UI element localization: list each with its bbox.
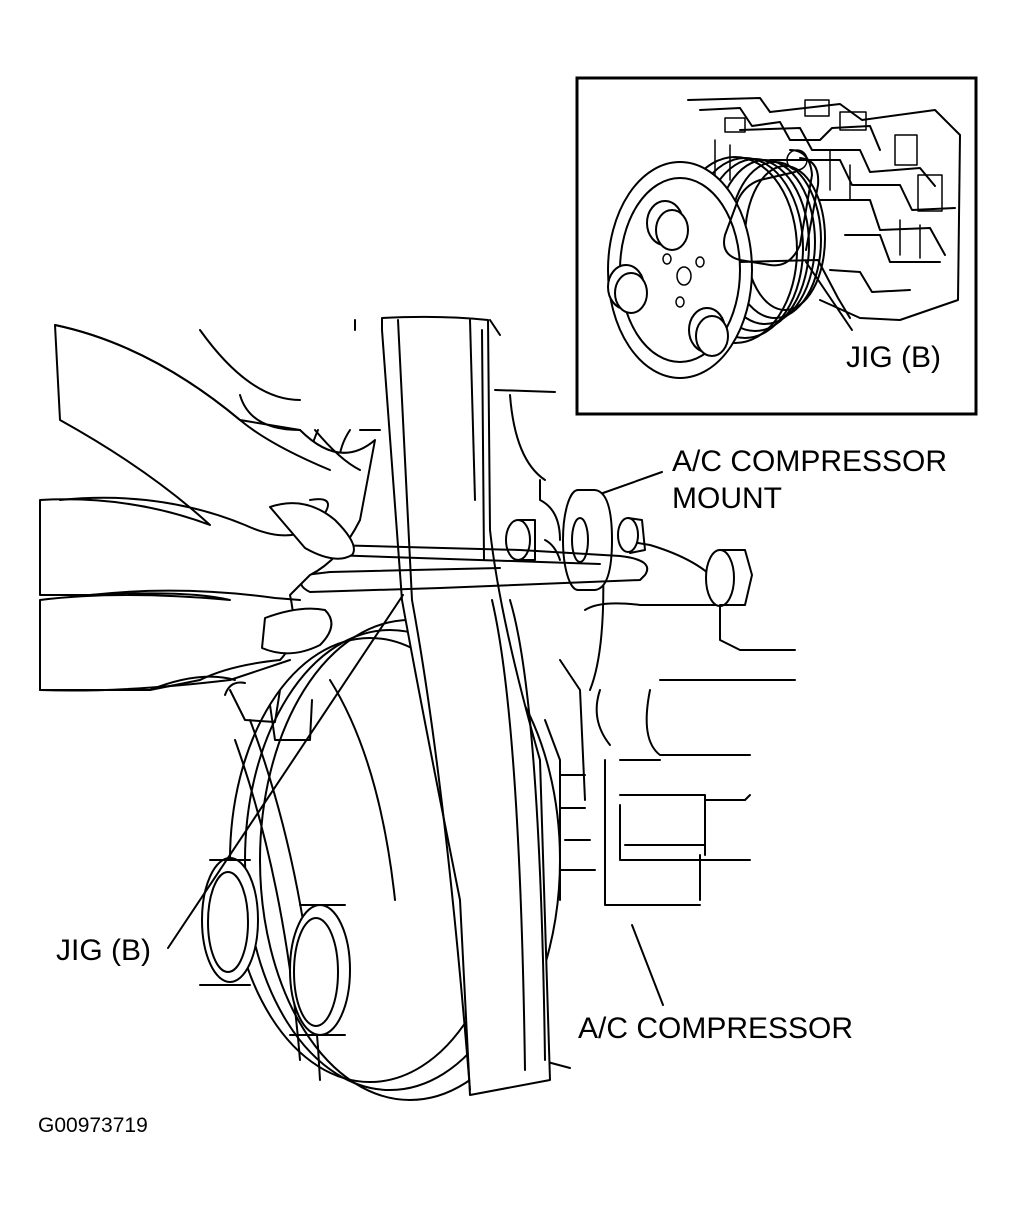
compressor-label: A/C COMPRESSOR (578, 1012, 853, 1045)
compressor-body (494, 389, 796, 1069)
jig-leader (167, 594, 404, 949)
inset-pulley (607, 156, 826, 379)
mount-label-line1: A/C COMPRESSOR (672, 445, 947, 478)
inset-jig-leader (805, 261, 853, 331)
hand (39, 324, 376, 692)
compressor-leader (631, 924, 664, 1006)
mount-label-line2: MOUNT (672, 482, 782, 515)
figure-code: G00973719 (38, 1114, 148, 1137)
main-illustration: A/C COMPRESSOR MOUNT JIG (B) A/C COMPRES… (38, 315, 947, 1137)
inset-frame (575, 76, 978, 416)
jig-label: JIG (B) (56, 934, 151, 967)
inset-compressor-body (687, 97, 961, 321)
mount-leader (602, 471, 663, 494)
inset-jig-clip (723, 149, 851, 319)
compressor-mount (505, 489, 753, 607)
leader-lines (167, 471, 664, 1006)
crank-pulley (199, 619, 561, 1101)
inset-detail: JIG (B) (575, 76, 978, 416)
inset-jig-label: JIG (B) (846, 341, 941, 374)
drive-belt (354, 315, 551, 1096)
